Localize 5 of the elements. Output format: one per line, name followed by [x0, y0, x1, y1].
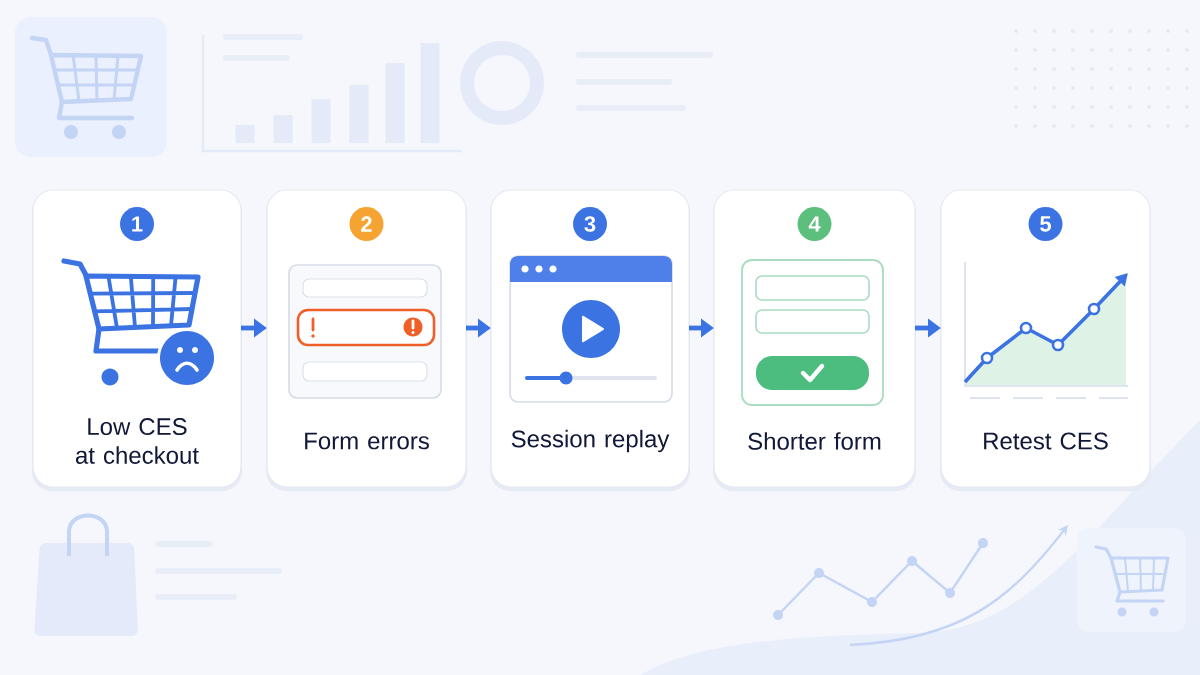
number-badge: 5	[1028, 207, 1063, 241]
number-badge: 3	[573, 207, 607, 241]
number-badge: 2	[349, 207, 384, 241]
number-badge: 1	[120, 207, 154, 241]
number-badge: 4	[797, 207, 832, 241]
